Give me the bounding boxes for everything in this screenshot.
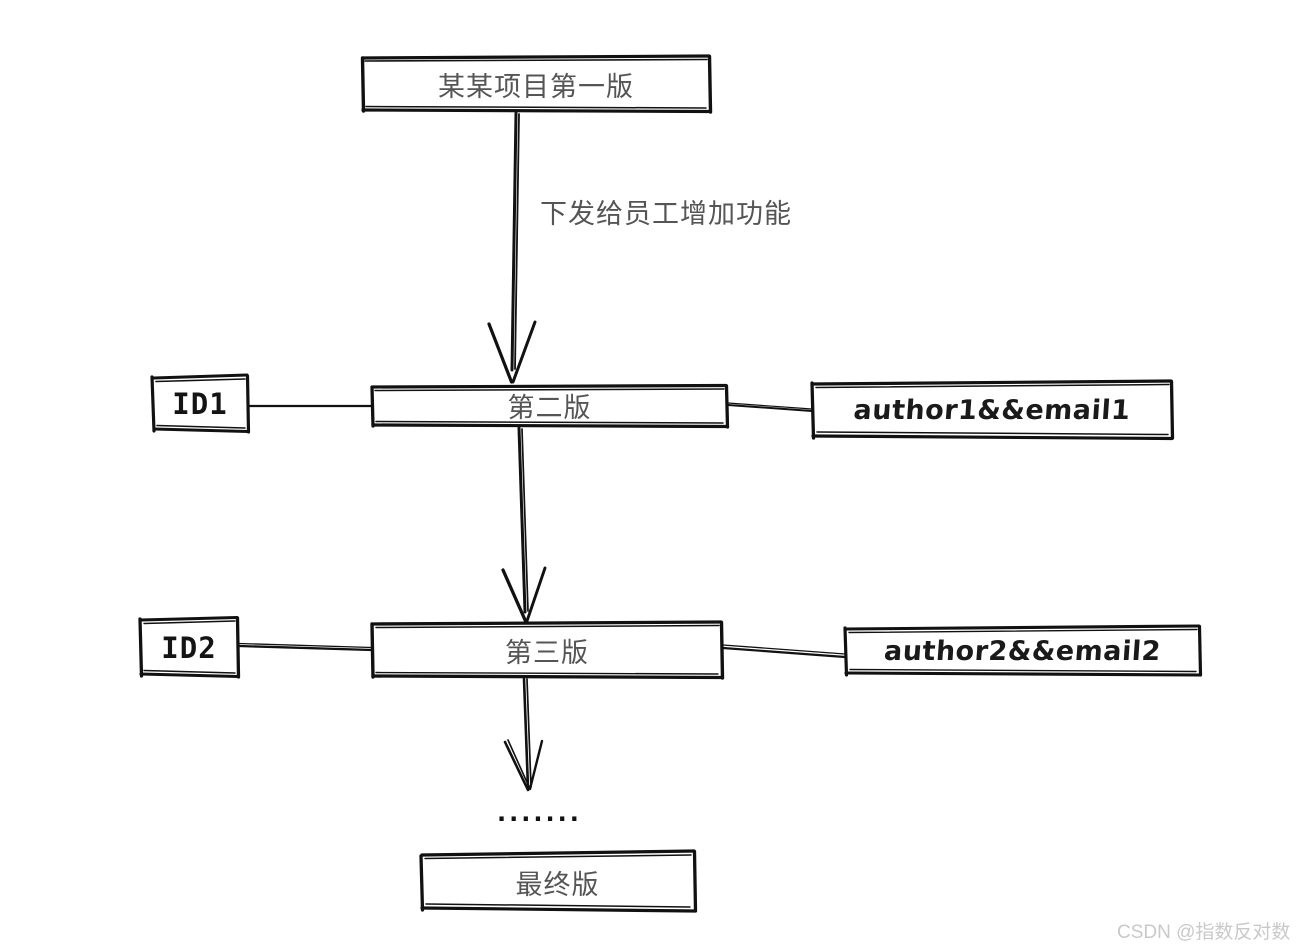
node-box-v3	[370, 620, 725, 680]
node-box-v1	[360, 54, 713, 114]
node-box-id1	[150, 373, 251, 434]
connector-v3-author2	[721, 644, 847, 659]
node-box-author2	[843, 624, 1203, 677]
arrow-v1-to-v2	[487, 111, 537, 384]
node-box-final	[419, 849, 698, 913]
arrow-v2-to-v3	[501, 426, 547, 623]
node-box-v2	[370, 383, 730, 429]
edge-label-downstream: 下发给员工增加功能	[540, 199, 792, 229]
connector-v2-author1	[727, 402, 813, 412]
arrow-v3-to-ellipsis	[503, 677, 544, 792]
csdn-watermark: CSDN @指数反对数	[1117, 922, 1291, 943]
connector-id2-v3	[237, 642, 374, 652]
node-box-author1	[810, 379, 1175, 441]
ellipsis-marker: ·······	[497, 805, 582, 833]
node-box-id2	[138, 615, 241, 679]
